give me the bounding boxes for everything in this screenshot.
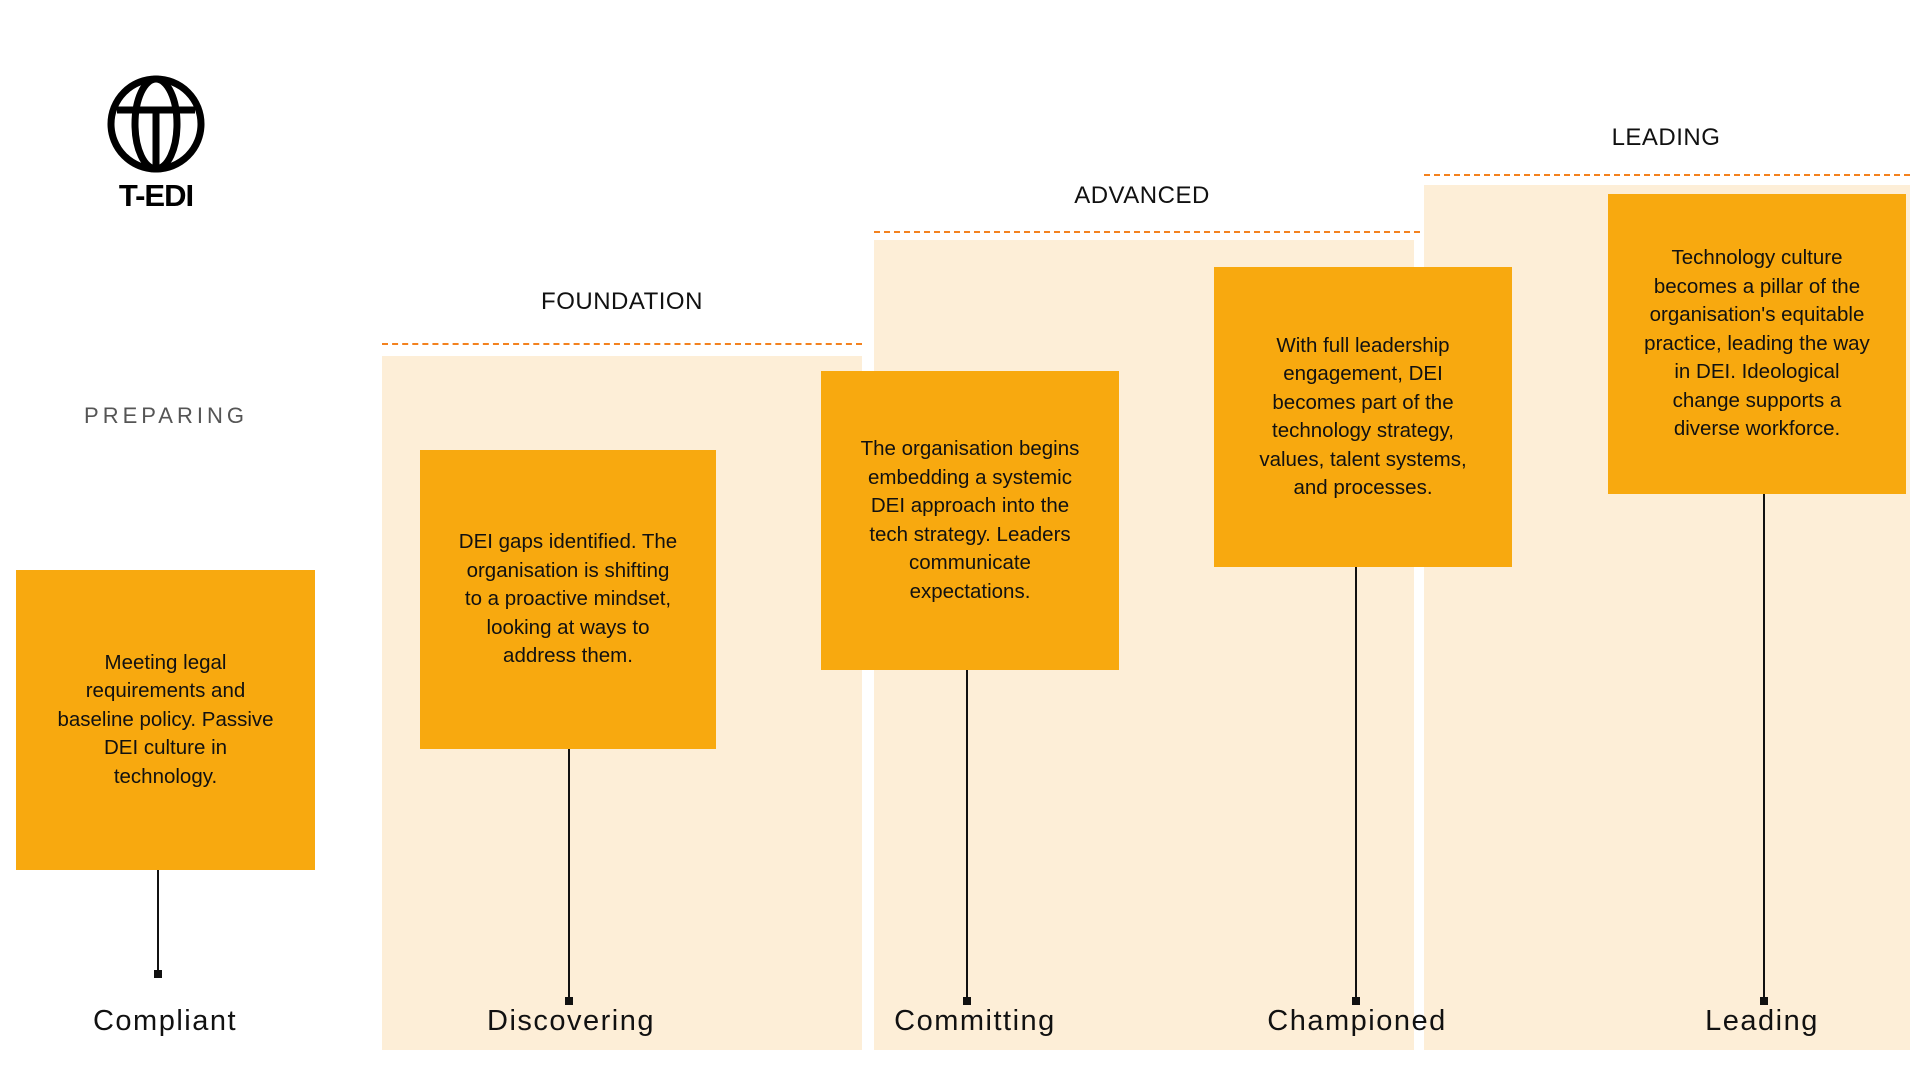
stage-label-committing: Committing — [894, 1005, 1056, 1037]
stage-box-championed: With full leadership engagement, DEI bec… — [1214, 267, 1512, 567]
phase-label-advanced: ADVANCED — [1074, 182, 1210, 209]
stage-description: DEI gaps identified. The organisation is… — [458, 530, 678, 668]
logo-text: T-EDI — [118, 178, 194, 213]
connector-dot — [565, 997, 573, 1005]
stage-box-committing: The organisation begins embedding a syst… — [821, 371, 1119, 670]
stage-description: With full leadership engagement, DEI bec… — [1259, 333, 1467, 500]
stage-description: Meeting legal requirements and baseline … — [57, 650, 274, 788]
stage-box-discovering: DEI gaps identified. The organisation is… — [420, 450, 716, 749]
stage-label-discovering: Discovering — [487, 1005, 655, 1037]
connector-line — [1763, 494, 1765, 1001]
stage-label-championed: Championed — [1267, 1005, 1447, 1037]
connector-line — [568, 749, 570, 1001]
stage-description: The organisation begins embedding a syst… — [860, 437, 1080, 603]
connector-dot — [154, 970, 162, 978]
connector-line — [966, 670, 968, 1001]
stage-label-leading: Leading — [1705, 1005, 1819, 1037]
stage-label-compliant: Compliant — [92, 1005, 238, 1037]
connector-dot — [963, 997, 971, 1005]
phase-label-leading: LEADING — [1611, 124, 1721, 151]
advanced-dashed-line — [874, 231, 1420, 233]
foundation-dashed-line — [382, 343, 862, 345]
connector-dot — [1760, 997, 1768, 1005]
connector-dot — [1352, 997, 1360, 1005]
connector-line — [157, 870, 159, 974]
connector-line — [1355, 567, 1357, 1001]
phase-label-preparing: PREPARING — [84, 403, 248, 428]
stage-description: Technology culture becomes a pillar of t… — [1644, 246, 1870, 441]
phase-label-foundation: FOUNDATION — [541, 288, 703, 315]
leading-dashed-line — [1424, 174, 1910, 176]
globe-icon — [107, 75, 205, 173]
stage-box-leading: Technology culture becomes a pillar of t… — [1608, 194, 1906, 494]
t-edi-logo: T-EDI — [104, 74, 208, 214]
stage-box-compliant: Meeting legal requirements and baseline … — [16, 570, 315, 870]
